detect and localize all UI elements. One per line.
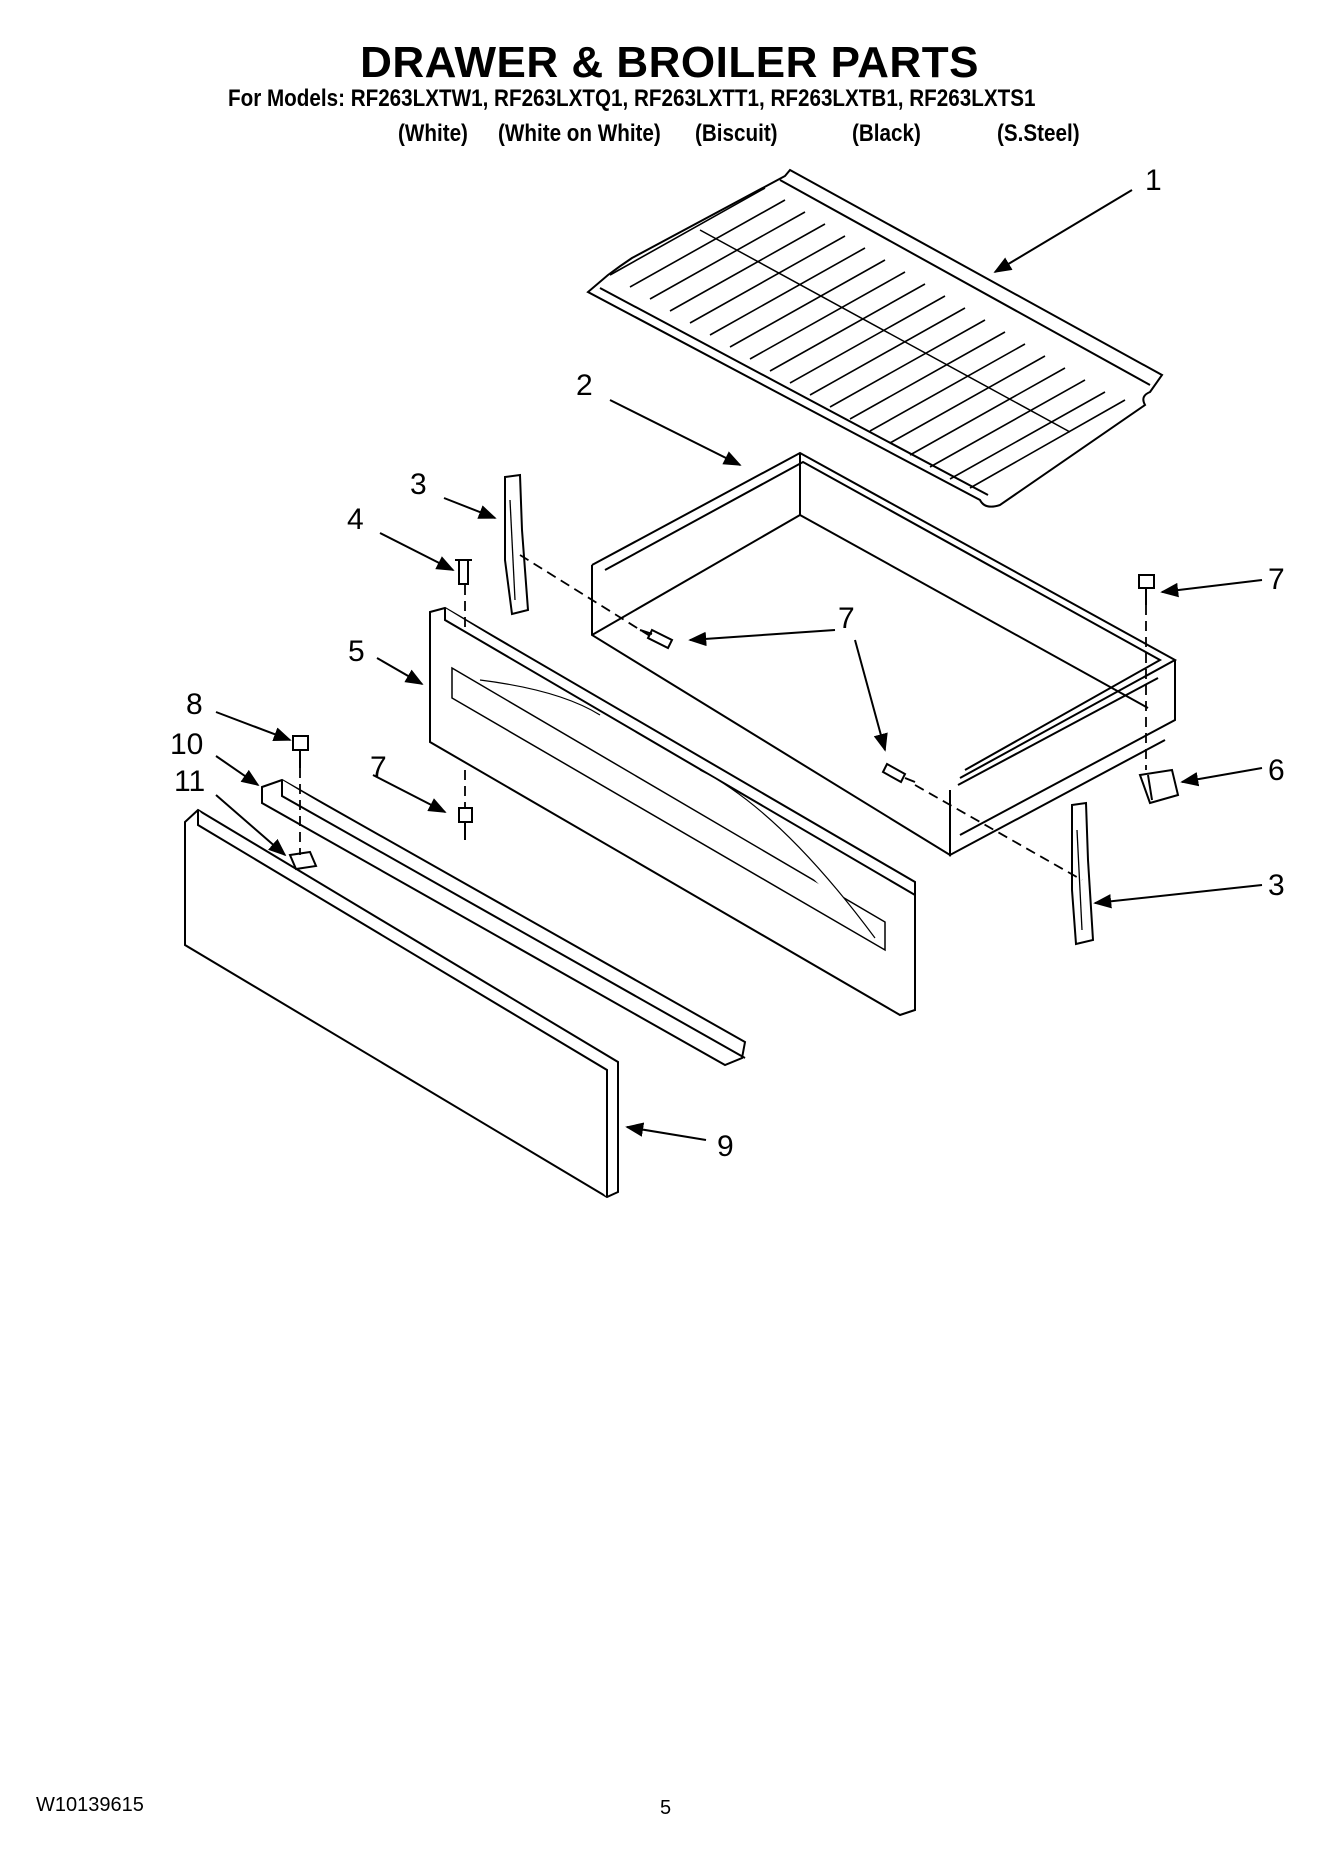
broiler-rack <box>586 168 1164 508</box>
callout-numbers: 1 2 3 4 5 7 7 7 8 10 11 7 6 3 9 <box>170 164 1285 1163</box>
color-label-biscuit: (Biscuit) <box>695 120 778 147</box>
callout-2: 2 <box>576 369 593 402</box>
callout-4: 4 <box>347 503 364 536</box>
callout-3-left: 3 <box>410 468 427 501</box>
clip-part-11 <box>288 850 318 871</box>
drawer-slide-right <box>1071 801 1095 946</box>
callout-8: 8 <box>186 688 203 721</box>
color-label-black: (Black) <box>852 120 921 147</box>
screw-part-4 <box>455 559 472 585</box>
screw-part-7-right <box>1138 574 1155 605</box>
models-line: For Models: RF263LXTW1, RF263LXTQ1, RF26… <box>228 85 1036 112</box>
callout-7-middle: 7 <box>838 602 855 635</box>
screw-part-7-bottom-left <box>458 807 473 840</box>
color-label-white: (White) <box>398 120 468 147</box>
callout-10: 10 <box>170 728 203 761</box>
leader-arrows <box>215 189 1263 1141</box>
page-title: DRAWER & BROILER PARTS <box>360 38 979 87</box>
callout-1: 1 <box>1145 164 1162 197</box>
color-label-white-on-white: (White on White) <box>498 120 661 147</box>
callout-7-left: 7 <box>370 751 387 784</box>
callout-9: 9 <box>717 1130 734 1163</box>
document-number: W10139615 <box>36 1794 144 1816</box>
callout-7-right: 7 <box>1268 563 1285 596</box>
screw-part-7-lower <box>881 762 916 784</box>
callout-11: 11 <box>174 765 205 798</box>
callout-3-right: 3 <box>1268 869 1285 902</box>
callout-6: 6 <box>1268 754 1285 787</box>
screw-part-8 <box>292 735 309 768</box>
color-label-steel: (S.Steel) <box>997 120 1080 147</box>
page-number: 5 <box>660 1797 672 1819</box>
callout-5: 5 <box>348 635 365 668</box>
drawer-front-panel <box>429 606 916 1017</box>
assembly-lines <box>299 554 1147 881</box>
clip-part-6 <box>1138 768 1180 805</box>
drawer-slide-left <box>504 473 530 616</box>
trim-bar <box>261 778 747 1067</box>
outer-drawer-front <box>184 808 619 1199</box>
